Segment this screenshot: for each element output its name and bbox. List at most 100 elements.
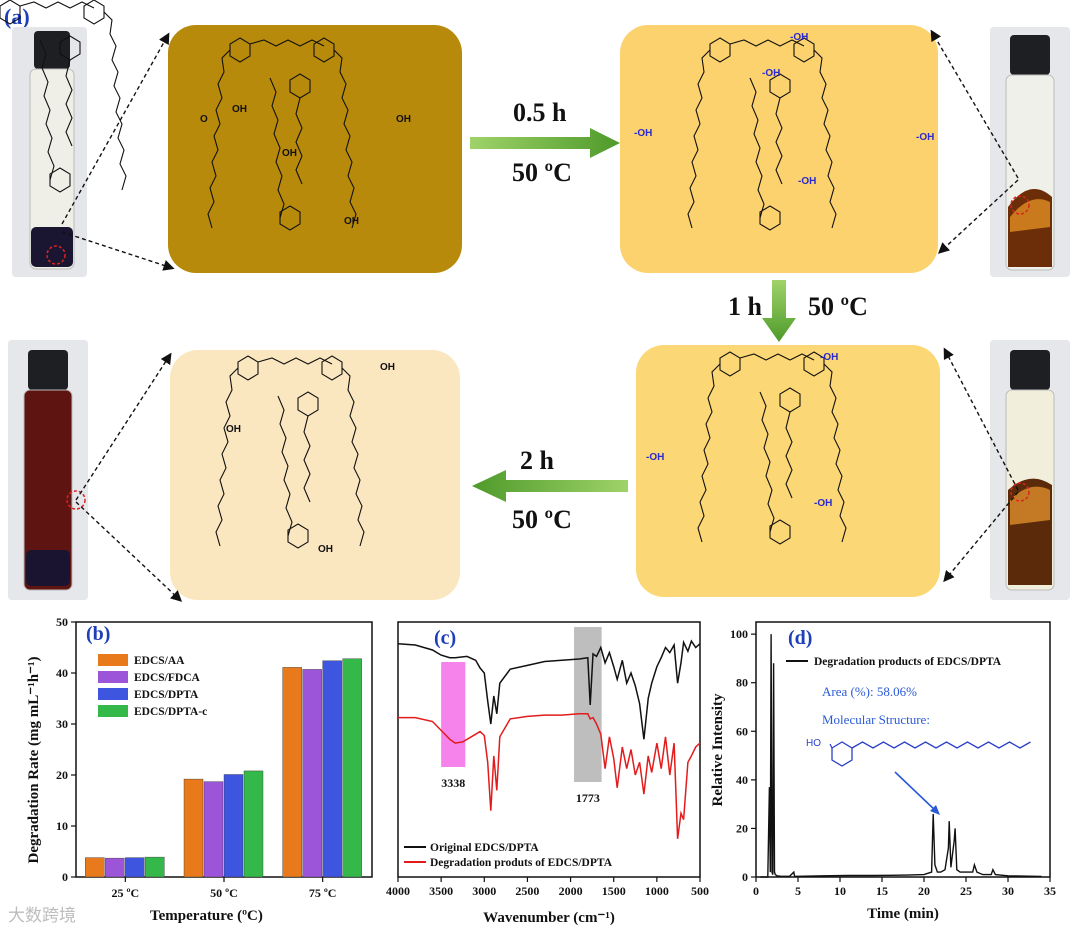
xtick-label-c: 3500 <box>429 884 453 898</box>
bar-edcs-aa <box>183 778 204 878</box>
svg-text:OH: OH <box>232 104 247 115</box>
svg-text:-OH: -OH <box>634 128 652 139</box>
chemical-structure <box>0 0 127 193</box>
ylabel-d: Relative Intensity <box>710 693 726 806</box>
vial-05h-icon <box>990 27 1070 277</box>
vial-photo-2h <box>8 340 88 600</box>
ylabel-b: Degradation Rate (mg mL⁻¹h⁻¹) <box>26 657 42 864</box>
legend-swatch-b <box>98 688 128 700</box>
xtick-label-d: 25 <box>960 884 972 898</box>
xtick-label-b: 50 ºC <box>210 886 238 900</box>
phenol-ring-icon <box>831 741 853 767</box>
bar-edcs-fdca <box>105 857 125 878</box>
annotation-area: Area (%): 58.06% <box>822 684 917 699</box>
peak-arrow <box>894 771 938 813</box>
ytick-label-b: 10 <box>56 819 68 833</box>
panel-letter-b: (b) <box>86 623 110 645</box>
process-arrow-right <box>470 128 620 158</box>
ytick-label-d: 20 <box>736 821 748 835</box>
chemistry-structures: OH OH O OH OH -OH -OH -OH -OH -OH -OH -O… <box>200 32 934 555</box>
panel-letter-d: (d) <box>788 627 812 649</box>
svg-text:-OH: -OH <box>646 452 664 463</box>
phenol-ho-label: HO <box>806 738 821 749</box>
xtick-label-d: 30 <box>1002 884 1014 898</box>
vial-initial-icon <box>12 27 87 277</box>
xtick-label-d: 35 <box>1044 884 1056 898</box>
legend-swatch-b <box>98 671 128 683</box>
xtick-label-b: 75 ºC <box>309 886 337 900</box>
svg-text:-OH: -OH <box>798 176 816 187</box>
bar-edcs-aa <box>85 857 105 878</box>
series-line-c-1 <box>398 713 701 839</box>
process-arrow-down <box>762 280 796 342</box>
bar-edcs-fdca <box>203 781 224 878</box>
svg-text:OH: OH <box>226 424 241 435</box>
svg-text:O: O <box>200 114 208 125</box>
alkyl-chain <box>851 741 1031 749</box>
highlight-band-1773 <box>574 627 602 782</box>
vial-photo-1h <box>990 340 1070 600</box>
step1-temp: 50 ºC <box>512 158 572 187</box>
bar-edcs-dpta-c <box>342 658 362 878</box>
step3-temp: 50 ºC <box>512 505 572 534</box>
xtick-label-c: 2500 <box>515 884 539 898</box>
legend-swatch-b <box>98 654 128 666</box>
svg-text:OH: OH <box>282 148 297 159</box>
panel-a-overlay <box>0 0 1019 602</box>
highlight-label-3338: 3338 <box>441 776 465 790</box>
ytick-label-d: 100 <box>730 627 748 641</box>
watermark-text: 大数跨境 <box>8 906 76 926</box>
step1-time: 0.5 h <box>513 98 567 127</box>
structure-box-initial <box>168 25 462 273</box>
bar-edcs-dpta <box>125 857 145 878</box>
legend-label-b: EDCS/DPTA-c <box>134 706 207 718</box>
structure-labels: OH OH O OH OH -OH -OH -OH -OH -OH -OH -O… <box>200 32 934 555</box>
annotation-structure-label: Molecular Structure: <box>822 712 930 727</box>
peak-arrowhead-icon <box>930 805 940 815</box>
xlabel-d: Time (min) <box>867 906 939 922</box>
xtick-label-c: 1000 <box>645 884 669 898</box>
legend-label-d: Degradation products of EDCS/DPTA <box>814 656 1002 668</box>
svg-text:OH: OH <box>344 216 359 227</box>
xtick-label-d: 20 <box>918 884 930 898</box>
ytick-label-b: 30 <box>56 717 68 731</box>
vial-photo-initial <box>12 27 87 277</box>
xtick-label-d: 10 <box>834 884 846 898</box>
svg-text:-OH: -OH <box>814 498 832 509</box>
ytick-label-b: 20 <box>56 768 68 782</box>
ytick-label-d: 60 <box>736 724 748 738</box>
xtick-label-c: 500 <box>691 884 709 898</box>
xtick-label-d: 15 <box>876 884 888 898</box>
ytick-label-b: 40 <box>56 666 68 680</box>
ytick-label-d: 40 <box>736 773 748 787</box>
bar-edcs-dpta <box>223 774 244 878</box>
series-line-d <box>760 634 1042 878</box>
bar-edcs-fdca <box>302 669 322 878</box>
svg-text:OH: OH <box>318 544 333 555</box>
plot-frame-c <box>397 621 701 878</box>
bar-edcs-dpta-c <box>243 770 264 878</box>
phenol-oh-bond <box>829 743 833 749</box>
ytick-label-b: 50 <box>56 615 68 629</box>
legend-label-b: EDCS/AA <box>134 655 185 667</box>
xlabel-b: Temperature (ºC) <box>150 908 263 924</box>
panel-a-letter: (a) <box>4 4 30 29</box>
highlight-label-1773: 1773 <box>576 791 600 805</box>
svg-text:OH: OH <box>380 362 395 373</box>
process-arrow-left <box>472 470 628 502</box>
vial-1h-icon <box>990 340 1070 600</box>
xtick-label-c: 4000 <box>386 884 410 898</box>
svg-text:OH: OH <box>396 114 411 125</box>
svg-text:-OH: -OH <box>820 352 838 363</box>
panel-letter-c: (c) <box>434 627 456 649</box>
xtick-label-b: 25 ºC <box>112 886 140 900</box>
ytick-label-b: 0 <box>62 870 68 884</box>
svg-text:-OH: -OH <box>916 132 934 143</box>
step2-temp: 50 ºC <box>808 292 868 321</box>
vial-2h-icon <box>8 340 88 600</box>
series-line-c-0 <box>397 639 701 740</box>
highlight-band-3338 <box>441 662 466 767</box>
